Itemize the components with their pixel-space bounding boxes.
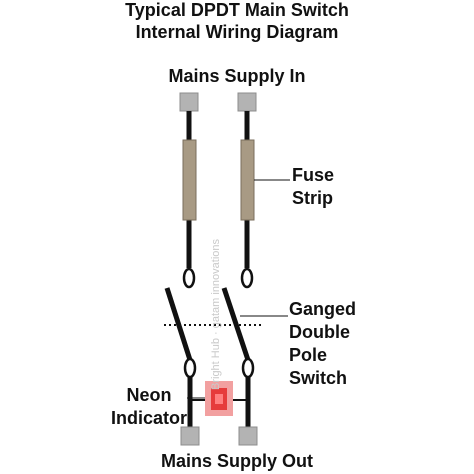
input-terminal-right bbox=[237, 92, 257, 112]
diagram-title-line-2: Internal Wiring Diagram bbox=[135, 22, 339, 42]
upper-contact-left bbox=[182, 267, 196, 289]
input-terminal-left bbox=[179, 92, 199, 112]
diagram-title-line-1: Typical DPDT Main Switch bbox=[125, 0, 349, 20]
fuse-strip-label: Fuse Strip bbox=[292, 164, 334, 210]
neon-label-line: Neon bbox=[126, 385, 172, 405]
switch-label-line: Pole bbox=[289, 345, 328, 365]
neon-indicator-label: Neon Indicator bbox=[111, 384, 187, 430]
fuse-label-line: Strip bbox=[292, 188, 334, 208]
switch-blade-left bbox=[164, 287, 193, 361]
fuse-strip-right bbox=[240, 139, 255, 221]
neon-indicator-highlight bbox=[215, 394, 223, 404]
fuse-strip-left bbox=[182, 139, 197, 221]
mains-supply-in-label: Mains Supply In bbox=[168, 66, 306, 86]
switch-label-line: Switch bbox=[289, 368, 348, 388]
switch-label-line: Ganged bbox=[289, 299, 357, 319]
neon-label-line: Indicator bbox=[111, 408, 188, 428]
mains-supply-out-label: Mains Supply Out bbox=[160, 451, 313, 471]
lower-contact-left bbox=[183, 357, 197, 379]
switch-label: Ganged Double Pole Switch bbox=[289, 298, 356, 390]
switch-label-line: Double bbox=[289, 322, 350, 342]
output-terminal-right bbox=[238, 426, 258, 446]
lower-contact-right bbox=[241, 357, 255, 379]
watermark-text: Bright Hub · gatam innovations bbox=[210, 238, 222, 390]
output-terminal-left bbox=[180, 426, 200, 446]
upper-contact-right bbox=[240, 267, 254, 289]
fuse-label-line: Fuse bbox=[292, 165, 335, 185]
